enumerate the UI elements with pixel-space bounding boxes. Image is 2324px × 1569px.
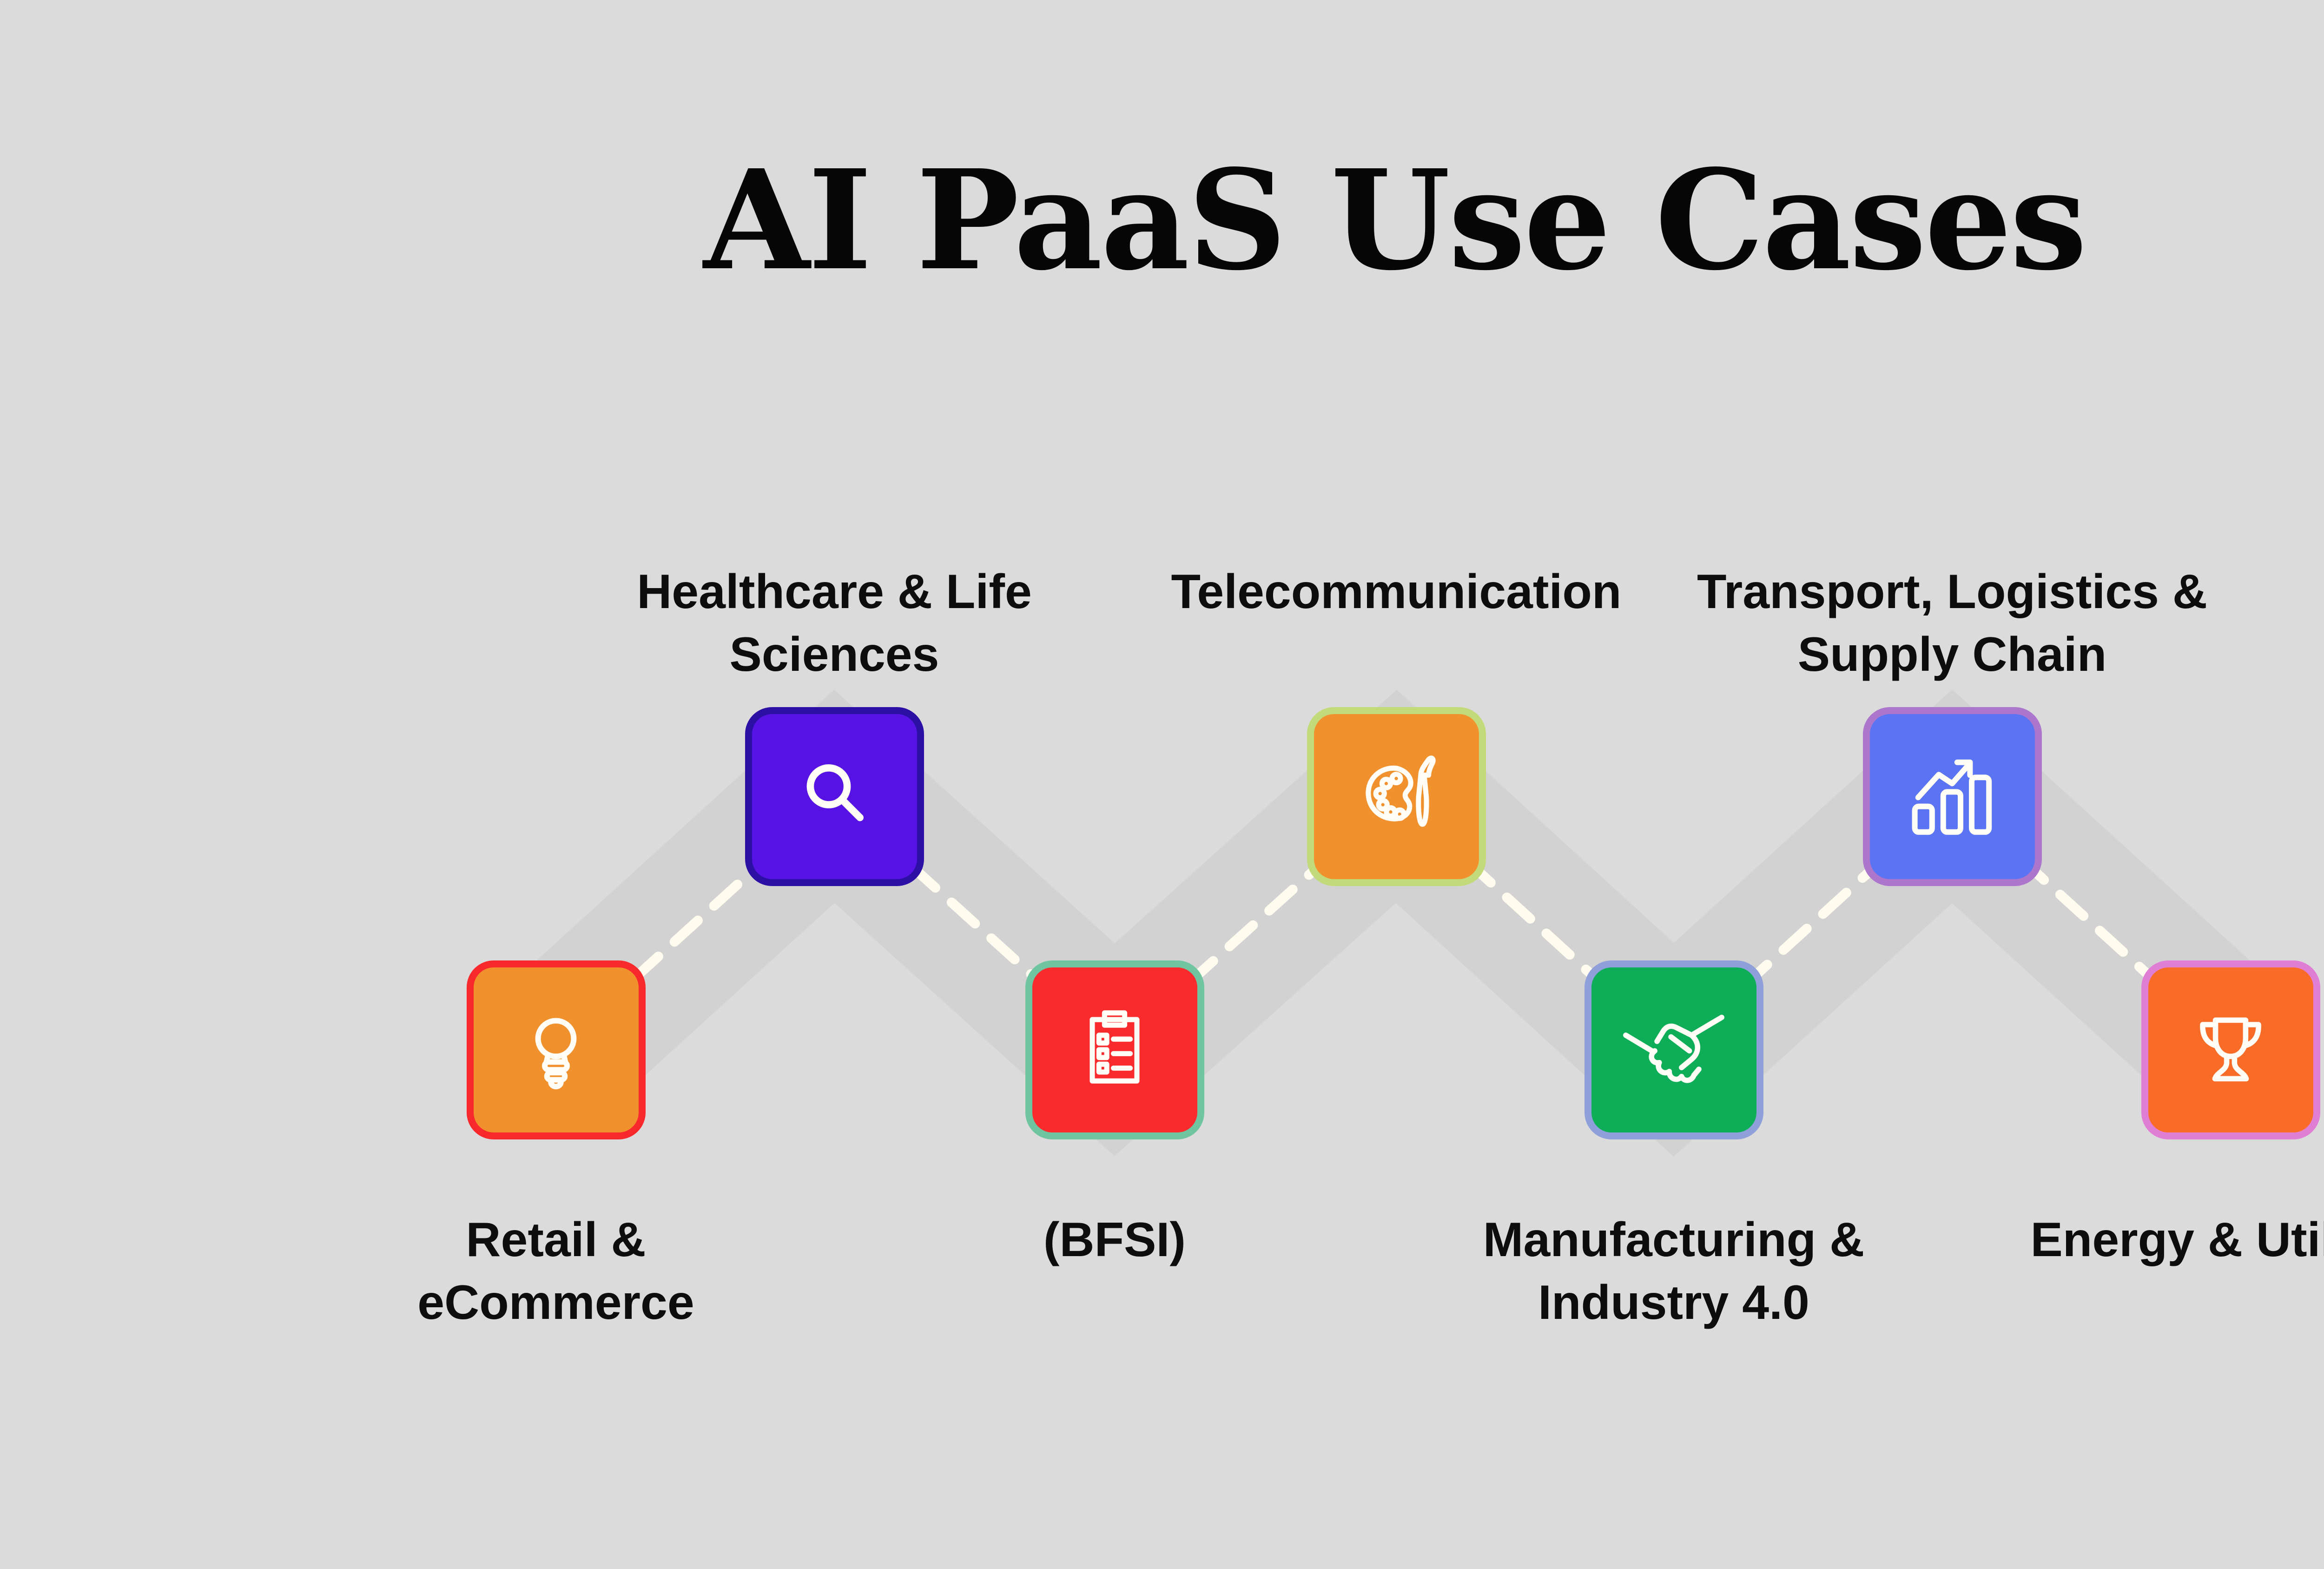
handshake-icon [1623, 1014, 1724, 1083]
bar-chart-icon [1912, 759, 1992, 835]
trophy-icon [2200, 1017, 2261, 1082]
use-case-label-manufacturing-industry-4-0: Manufacturing & Industry 4.0 [1279, 1209, 2069, 1334]
use-case-label-bfsi: (BFSI) [720, 1209, 1510, 1271]
label-line: Supply Chain [1797, 628, 2107, 682]
label-line: Retail & [466, 1213, 646, 1267]
page-title: AI PaaS Use Cases [703, 139, 2087, 301]
palette-icon [1366, 755, 1436, 827]
label-line: Energy & Utilities [2030, 1213, 2324, 1267]
use-case-card-energy-utilities [2141, 960, 2320, 1139]
label-line: Industry 4.0 [1538, 1276, 1809, 1330]
use-case-label-transport-logistics-supply-chain: Transport, Logistics & Supply Chain [1557, 561, 2324, 686]
label-line: Transport, Logistics & [1697, 565, 2207, 619]
use-case-card-retail-ecommerce [466, 960, 646, 1139]
use-case-label-telecommunication: Telecommunication [1001, 561, 1791, 623]
use-case-card-healthcare-life-sciences [745, 707, 924, 886]
search-icon [806, 764, 864, 821]
label-line: Healthcare & Life [637, 565, 1032, 619]
label-line: eCommerce [417, 1276, 694, 1330]
use-case-card-telecommunication [1307, 707, 1486, 886]
label-line: Sciences [729, 628, 939, 682]
label-line: Manufacturing & [1483, 1213, 1865, 1267]
lightbulb-icon [535, 1018, 577, 1090]
use-case-card-transport-logistics-supply-chain [1862, 707, 2042, 886]
checklist-icon [1089, 1010, 1140, 1084]
use-case-card-manufacturing-industry-4-0 [1584, 960, 1763, 1139]
label-line: Telecommunication [1171, 565, 1622, 619]
use-case-label-energy-utilities: Energy & Utilities [1835, 1209, 2324, 1271]
label-line: (BFSI) [1043, 1213, 1186, 1267]
use-case-card-bfsi [1025, 960, 1204, 1139]
use-case-label-retail-ecommerce: Retail & eCommerce [161, 1209, 951, 1334]
